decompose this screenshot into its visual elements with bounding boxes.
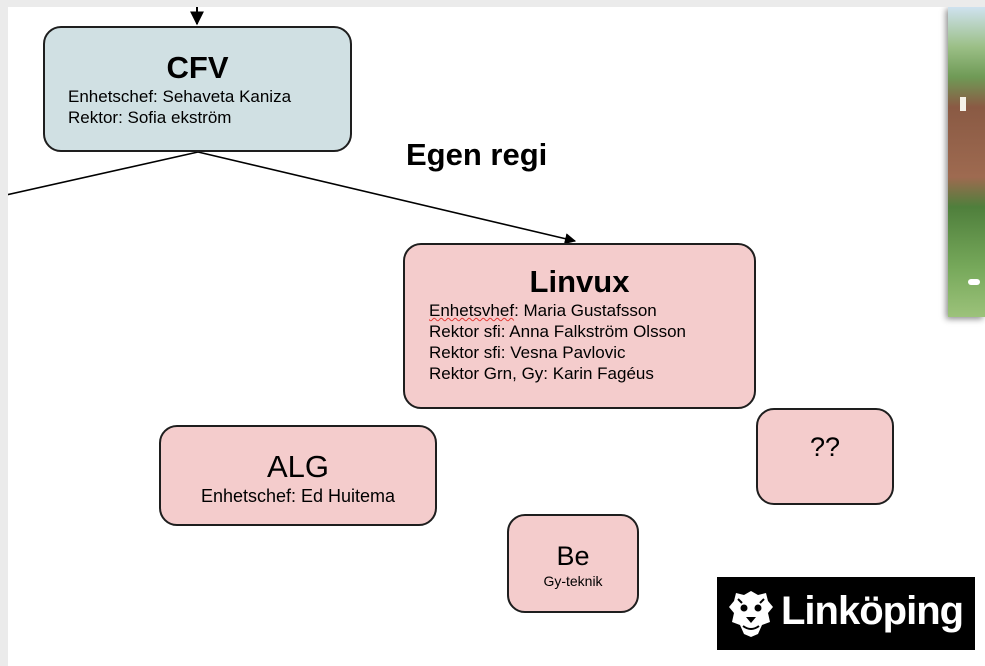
unknown-unit-box: ?? — [756, 408, 894, 505]
be-subtitle: Gy-teknik — [543, 573, 603, 589]
linvux-enhetschef: Enhetsvhef: Maria Gustafsson — [429, 300, 754, 321]
alg-enhetschef: Enhetschef: Ed Huitema — [200, 486, 396, 506]
connector-lines — [8, 7, 577, 245]
connector-cfv-to-left — [8, 151, 199, 196]
linvux-enhetschef-name: : Maria Gustafsson — [514, 301, 657, 320]
linvux-title: Linvux — [529, 264, 630, 299]
be-unit-box: Be Gy-teknik — [507, 514, 639, 613]
linvux-rektor-sfi-2: Rektor sfi: Vesna Pavlovic — [429, 343, 626, 362]
slide-canvas: CFV Enhetschef: Sehaveta Kaniza Rektor: … — [8, 7, 985, 666]
photo-window — [960, 97, 966, 111]
building-photo — [948, 7, 985, 317]
cfv-unit-box: CFV Enhetschef: Sehaveta Kaniza Rektor: … — [43, 26, 352, 152]
spellcheck-underlined-word: Enhetsvhef — [429, 301, 515, 320]
cfv-rektor: Rektor: Sofia ekström — [68, 108, 232, 127]
cfv-title: CFV — [166, 50, 229, 85]
linvux-unit-box: Linvux Enhetsvhef: Maria Gustafsson Rekt… — [403, 243, 756, 409]
arrow-cfv-to-linvux — [197, 151, 577, 245]
unknown-title: ?? — [809, 432, 841, 462]
linvux-rektor-sfi-1: Rektor sfi: Anna Falkström Olsson — [429, 322, 686, 341]
be-title: Be — [556, 541, 590, 571]
linkoping-logo: Linköping — [717, 577, 975, 650]
cfv-enhetschef: Enhetschef: Sehaveta Kaniza — [68, 87, 292, 106]
photo-lamp — [968, 279, 980, 285]
egen-regi-label: Egen regi — [406, 137, 548, 172]
logo-text: Linköping — [781, 589, 964, 633]
alg-title: ALG — [266, 449, 330, 484]
linvux-rektor-grn-gy: Rektor Grn, Gy: Karin Fagéus — [429, 364, 654, 383]
lion-crest-icon — [729, 591, 773, 637]
alg-unit-box: ALG Enhetschef: Ed Huitema — [159, 425, 437, 526]
